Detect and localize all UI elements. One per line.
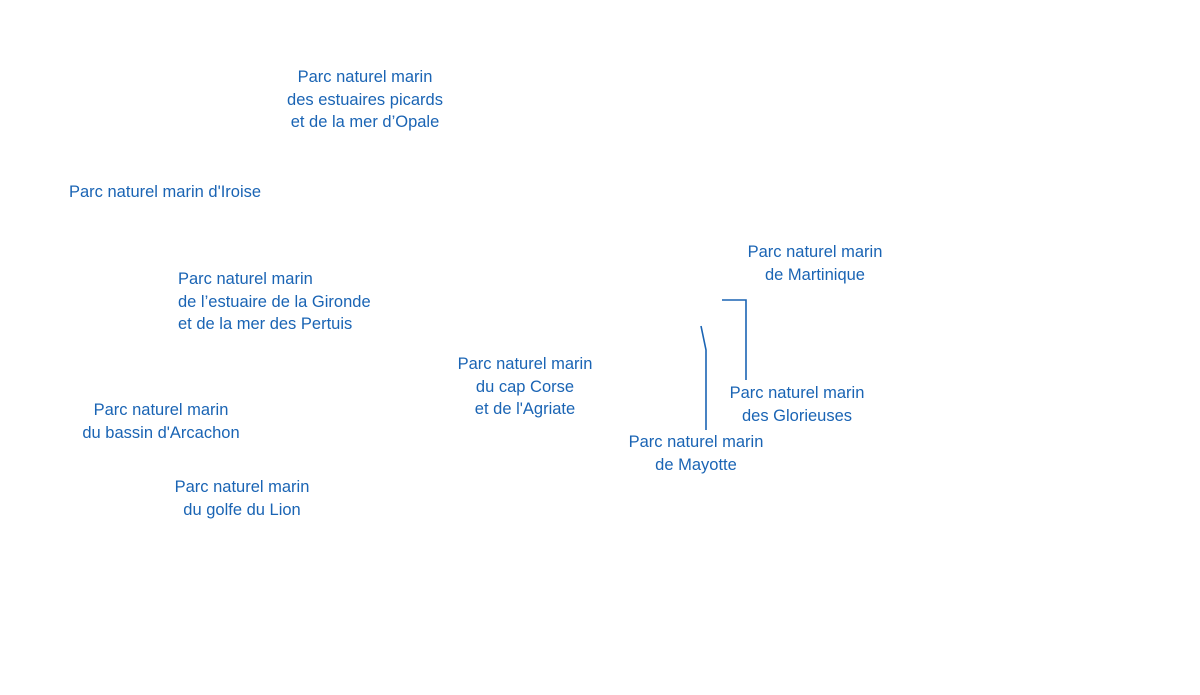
label-line: et de la mer des Pertuis [178, 315, 353, 333]
label-parc-mayotte[interactable]: Parc naturel marin de Mayotte [629, 431, 764, 476]
label-parc-glorieuses[interactable]: Parc naturel marin des Glorieuses [730, 382, 865, 427]
label-line: des Glorieuses [741, 406, 853, 425]
label-line: Parc naturel marin d'Iroise [69, 183, 262, 201]
label-line: Parc naturel marin [729, 384, 865, 402]
label-line: Parc naturel marin [747, 243, 883, 261]
label-parc-golfe-lion[interactable]: Parc naturel marin du golfe du Lion [175, 476, 310, 521]
label-line: et de l'Agriate [474, 400, 576, 418]
label-line: des estuaires picards [287, 90, 443, 109]
label-line: et de la mer d’Opale [290, 113, 440, 131]
label-parc-iroise[interactable]: Parc naturel marin d'Iroise [69, 181, 261, 204]
label-parc-opale[interactable]: Parc naturel marin des estuaires picards… [287, 66, 443, 134]
leader-line-glorieuses [722, 299, 747, 380]
leader-line-mayotte [700, 325, 707, 430]
label-line: du bassin d'Arcachon [82, 423, 240, 442]
label-line: Parc naturel marin [174, 478, 310, 496]
label-line: du cap Corse [475, 377, 575, 396]
label-line: Parc naturel marin [628, 433, 764, 451]
label-line: de l’estuaire de la Gironde [178, 292, 371, 311]
label-line: Parc naturel marin [457, 355, 593, 373]
label-parc-arcachon[interactable]: Parc naturel marin du bassin d'Arcachon [82, 399, 239, 444]
label-parc-gironde[interactable]: Parc naturel marin de l’estuaire de la G… [178, 268, 371, 336]
label-parc-martinique[interactable]: Parc naturel marin de Martinique [748, 241, 883, 286]
label-parc-cap-corse[interactable]: Parc naturel marin du cap Corse et de l'… [458, 353, 593, 421]
label-line: de Mayotte [655, 455, 737, 474]
label-line: Parc naturel marin [297, 68, 433, 86]
label-line: du golfe du Lion [183, 500, 301, 519]
label-line: de Martinique [765, 265, 865, 284]
label-line: Parc naturel marin [93, 401, 229, 419]
label-line: Parc naturel marin [178, 270, 313, 288]
